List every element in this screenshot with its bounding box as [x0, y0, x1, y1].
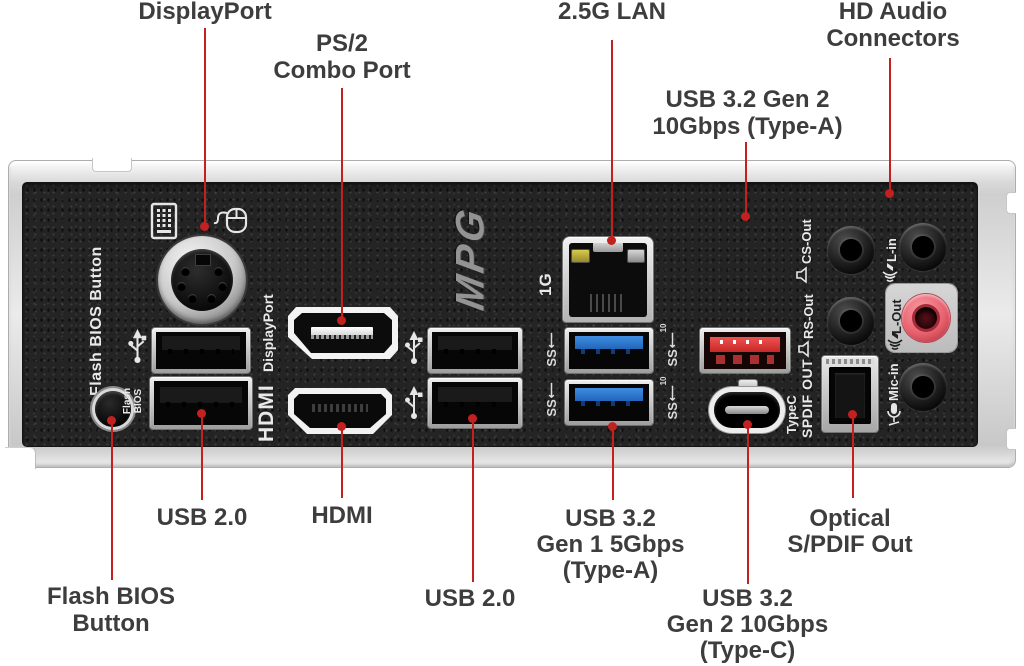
callout-line-flash-bios	[111, 420, 113, 580]
bracket-notch-bottom-left	[5, 447, 36, 469]
usb3-gen1-port	[565, 380, 653, 425]
usb32-gen2-typec-tab	[739, 380, 757, 393]
callout-line-displayport	[204, 28, 206, 226]
callout-line-ps2	[341, 88, 343, 320]
lan-port	[563, 237, 653, 322]
microphone-icon	[887, 403, 901, 426]
typec-print: TypeC	[784, 395, 799, 434]
callout-label-ps2: PS/2 Combo Port	[273, 30, 411, 84]
ps2-port-face	[171, 249, 233, 311]
rs-out-print: RS-Out	[801, 294, 816, 339]
lan-speed-print: 1G	[536, 273, 555, 296]
flash-bios-small-print: Flash BIOS	[122, 387, 144, 415]
keyboard-icon	[150, 202, 178, 240]
bracket-notch-top-left	[92, 158, 132, 172]
displayport-print: DisplayPort	[260, 294, 276, 372]
bracket-notch-right-2	[1006, 428, 1016, 450]
callout-line-usb32-gen2-a	[745, 142, 747, 216]
callout-line-hd-audio	[889, 58, 891, 193]
callout-line-usb32-gen1	[612, 426, 614, 500]
superspeed-10-icon: SS⟵10	[659, 376, 680, 420]
spdif-print: SPDIF OUT	[799, 358, 815, 438]
superspeed-icon: SS⟵	[543, 333, 559, 367]
hdmi-print: HDMI	[255, 384, 278, 442]
callout-label-displayport: DisplayPort	[138, 0, 272, 25]
audio-jack-mic-in	[899, 363, 947, 411]
lan-led-activity	[572, 250, 589, 262]
usb3-gen1-port	[565, 328, 653, 373]
callout-label-usb32-gen2-a: USB 3.2 Gen 2 10Gbps (Type-A)	[652, 86, 843, 140]
usb2-port	[428, 328, 522, 373]
cs-out-print: CS-Out	[799, 219, 814, 264]
usb2-port	[150, 377, 252, 429]
speaker-waves-icon	[882, 263, 898, 282]
callout-label-hdmi: HDMI	[311, 502, 373, 529]
callout-label-usb20-mid: USB 2.0	[424, 585, 516, 612]
callout-line-usb20-left	[201, 413, 203, 500]
optical-spdif-port	[822, 356, 878, 432]
callout-line-optical	[852, 414, 854, 498]
callout-line-usb20-mid	[472, 418, 474, 582]
usb-icon	[405, 331, 423, 364]
audio-jack-line-out	[902, 294, 950, 342]
callout-line-lan	[611, 40, 613, 240]
callout-label-lan: 2.5G LAN	[557, 0, 667, 25]
usb-icon	[405, 386, 423, 419]
mouse-icon	[213, 207, 248, 234]
callout-label-flash-bios: Flash BIOS Button	[46, 583, 176, 637]
callout-line-hdmi	[341, 426, 343, 498]
lan-led-link	[628, 250, 644, 262]
flash-bios-button-print: Flash BIOS Button	[88, 246, 105, 396]
usb2-port	[152, 328, 250, 373]
callout-label-usb20-left: USB 2.0	[156, 504, 248, 531]
callout-label-usb32-typec: USB 3.2 Gen 2 10Gbps (Type-C)	[666, 585, 829, 664]
speaker-waves-icon	[887, 331, 903, 350]
mpg-logo: MPG	[448, 202, 492, 314]
audio-jack-line-in	[899, 223, 947, 271]
bracket-notch-right	[1006, 192, 1016, 214]
mic-in-print: Mic-in	[886, 363, 901, 401]
speaker-icon	[796, 266, 807, 284]
ps2-port	[158, 236, 246, 324]
l-in-print: L-in	[884, 238, 899, 262]
callout-label-hd-audio: HD Audio Connectors	[826, 0, 960, 52]
audio-jack-rs-out	[827, 297, 875, 345]
usb32-gen2-typea-port	[700, 328, 790, 373]
audio-jack-cs-out	[827, 226, 875, 274]
speaker-icon	[798, 340, 809, 358]
callout-label-optical: Optical S/PDIF Out	[787, 505, 913, 558]
superspeed-icon: SS⟵	[543, 383, 559, 417]
usb-icon	[128, 329, 147, 363]
superspeed-10-icon: SS⟵10	[659, 323, 680, 367]
callout-line-usb32-typec	[747, 424, 749, 584]
displayport-port	[288, 307, 398, 359]
callout-label-usb32-gen1: USB 3.2 Gen 1 5Gbps (Type-A)	[536, 505, 685, 584]
